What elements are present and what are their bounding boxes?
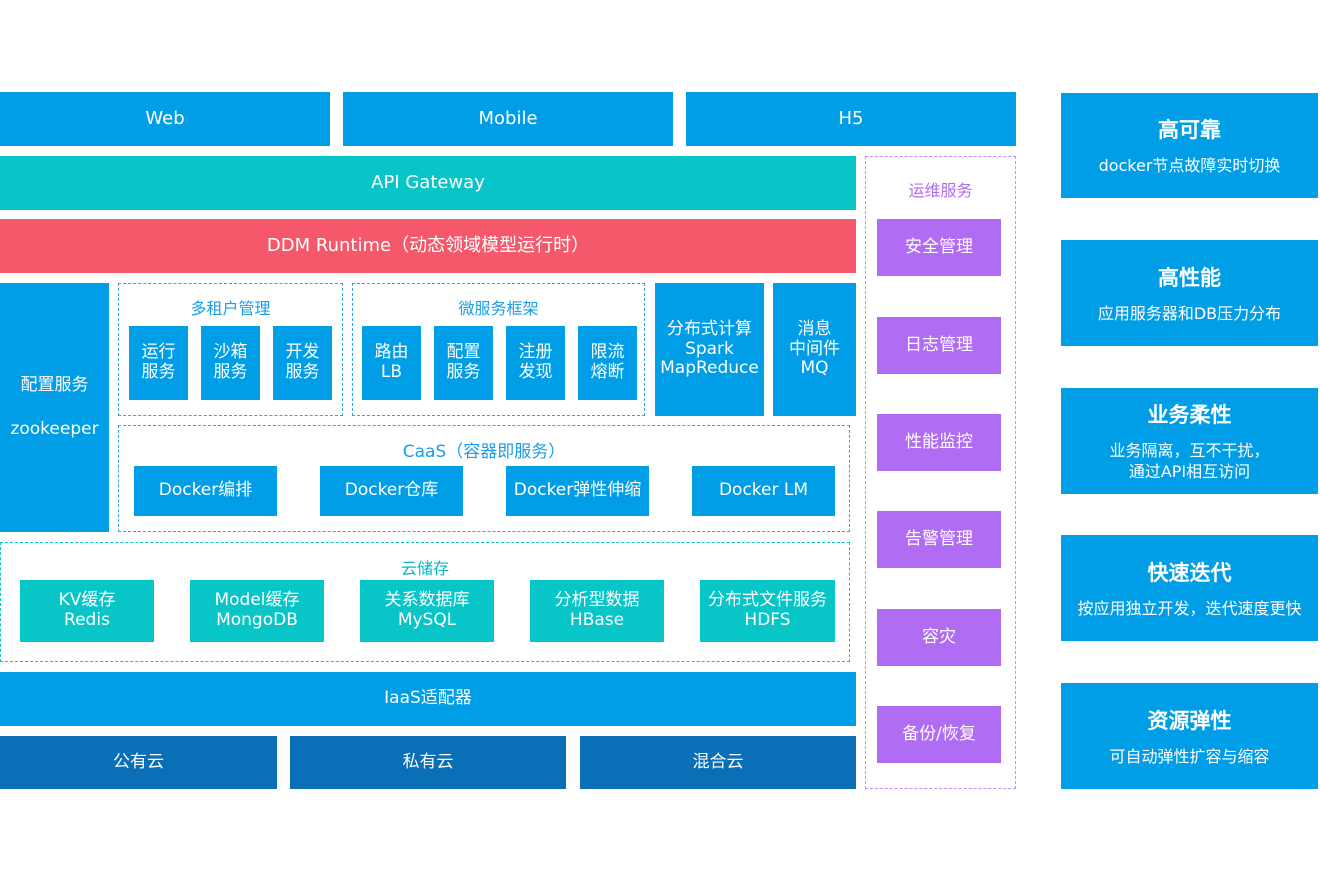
feature-title: 快速迭代 [1147, 560, 1232, 585]
ops-item: 日志管理 [877, 317, 1001, 374]
caas-item: Docker仓库 [320, 466, 463, 516]
feature-title: 业务柔性 [1147, 403, 1232, 428]
cloud-public: 公有云 [0, 736, 277, 789]
feature-card: 高性能 应用服务器和DB压力分布 [1061, 240, 1318, 346]
caas-item: Docker LM [692, 466, 835, 516]
ops-item: 备份/恢复 [877, 706, 1001, 763]
feature-desc: 业务隔离，互不干扰， 通过API相互访问 [1109, 441, 1270, 481]
cloud-storage-group [0, 542, 850, 662]
microservice-item: 限流 熔断 [578, 326, 637, 400]
multi-tenant-item: 运行 服务 [129, 326, 188, 400]
feature-card: 业务柔性 业务隔离，互不干扰， 通过API相互访问 [1061, 388, 1318, 494]
feature-desc: 按应用独立开发，迭代速度更快 [1077, 598, 1302, 618]
microservice-title: 微服务框架 [458, 299, 539, 318]
storage-item: 分析型数据 HBase [530, 580, 664, 642]
caas-title: CaaS（容器即服务） [402, 442, 566, 462]
iaas-adapter: IaaS适配器 [0, 672, 856, 726]
microservice-item: 注册 发现 [506, 326, 565, 400]
message-middleware: 消息 中间件 MQ [773, 283, 856, 416]
client-web: Web [0, 92, 330, 146]
multi-tenant-title: 多租户管理 [190, 299, 271, 318]
multi-tenant-group [118, 283, 343, 416]
feature-card: 快速迭代 按应用独立开发，迭代速度更快 [1061, 535, 1318, 641]
feature-desc: 可自动弹性扩容与缩容 [1109, 746, 1270, 766]
feature-title: 资源弹性 [1147, 708, 1232, 733]
microservice-item: 路由 LB [362, 326, 421, 400]
storage-item: KV缓存 Redis [20, 580, 154, 642]
feature-desc: docker节点故障实时切换 [1098, 156, 1281, 176]
multi-tenant-item: 沙箱 服务 [201, 326, 260, 400]
distributed-compute: 分布式计算 Spark MapReduce [655, 283, 764, 416]
storage-item: 关系数据库 MySQL [360, 580, 494, 642]
ops-title: 运维服务 [908, 181, 973, 200]
api-gateway: API Gateway [0, 156, 856, 210]
feature-desc: 应用服务器和DB压力分布 [1097, 303, 1282, 323]
ddm-runtime: DDM Runtime（动态领域模型运行时） [0, 219, 856, 273]
ops-item: 性能监控 [877, 414, 1001, 471]
microservice-item: 配置 服务 [434, 326, 493, 400]
cloud-storage-title: 云储存 [400, 559, 449, 578]
caas-group [118, 425, 850, 532]
cloud-private: 私有云 [290, 736, 566, 789]
microservice-group [352, 283, 645, 416]
ops-group [865, 156, 1016, 789]
ops-item: 告警管理 [877, 511, 1001, 568]
storage-item: 分布式文件服务 HDFS [700, 580, 835, 642]
ops-item: 安全管理 [877, 219, 1001, 276]
config-service: 配置服务 zookeeper [0, 283, 109, 532]
caas-item: Docker弹性伸缩 [506, 466, 649, 516]
caas-item: Docker编排 [134, 466, 277, 516]
feature-card: 高可靠 docker节点故障实时切换 [1061, 93, 1318, 198]
ops-item: 容灾 [877, 609, 1001, 666]
client-mobile: Mobile [343, 92, 673, 146]
feature-card: 资源弹性 可自动弹性扩容与缩容 [1061, 683, 1318, 789]
feature-title: 高可靠 [1158, 118, 1221, 143]
multi-tenant-item: 开发 服务 [273, 326, 332, 400]
config-service-title: 配置服务 [20, 374, 89, 395]
feature-title: 高性能 [1158, 265, 1221, 290]
config-service-sub: zookeeper [10, 418, 99, 439]
client-h5: H5 [686, 92, 1016, 146]
storage-item: Model缓存 MongoDB [190, 580, 324, 642]
cloud-hybrid: 混合云 [580, 736, 856, 789]
